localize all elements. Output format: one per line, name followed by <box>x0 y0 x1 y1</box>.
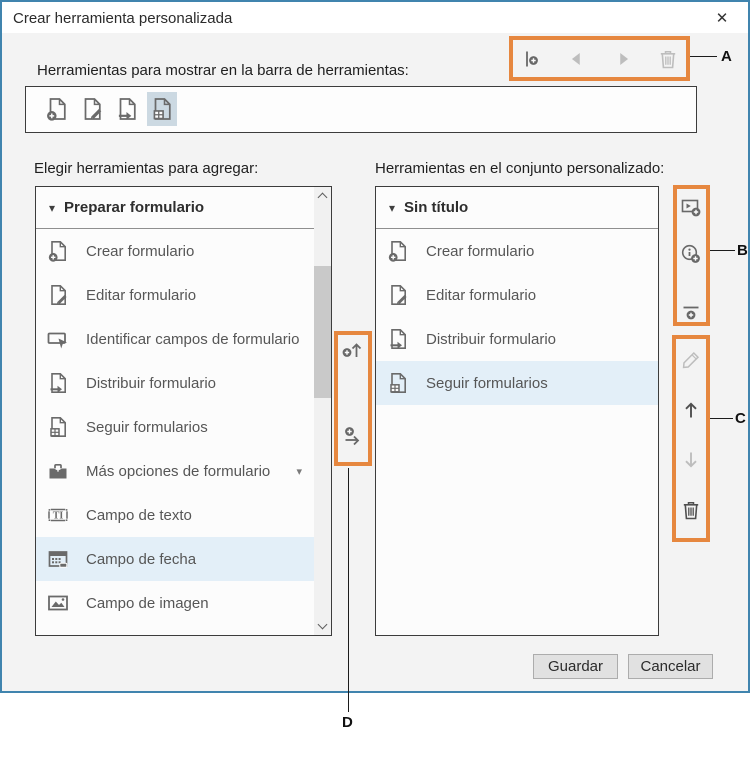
edit-form-icon <box>46 283 70 307</box>
track-forms-icon <box>386 371 410 395</box>
list-item-crear-formulario[interactable]: Crear formulario <box>36 229 316 273</box>
collapse-caret-icon: ▾ <box>49 200 56 215</box>
chevron-down-icon <box>317 619 328 630</box>
callout-line-a <box>690 56 717 57</box>
submenu-caret-icon: ▾ <box>296 465 302 478</box>
callout-box-d <box>334 331 372 466</box>
list-item-editar-formulario[interactable]: Editar formulario <box>36 273 316 317</box>
close-button[interactable]: ✕ <box>696 2 748 33</box>
scrollbar-thumb[interactable] <box>314 266 331 398</box>
custom-set-list: ▾ Sin título Crear formulario Editar for… <box>375 186 659 636</box>
list-item-campo-de-fecha[interactable]: Campo de fecha <box>36 537 316 581</box>
set-item-distribuir-formulario[interactable]: Distribuir formulario <box>376 317 658 361</box>
identify-fields-icon <box>46 327 70 351</box>
edit-item-button[interactable] <box>679 348 703 372</box>
chevron-up-icon <box>317 192 328 203</box>
callout-box-b <box>673 185 710 326</box>
move-right-button[interactable] <box>611 47 635 71</box>
callout-letter-a: A <box>721 48 732 65</box>
delete-toolbar-item-button[interactable] <box>656 47 680 71</box>
right-group-title: Sin título <box>404 199 469 216</box>
form-options-icon <box>46 459 70 483</box>
set-item-seguir-formularios[interactable]: Seguir formularios <box>376 361 658 405</box>
preview-edit-form-icon[interactable] <box>77 92 107 126</box>
toolbar-preview-strip <box>25 86 697 133</box>
delete-set-item-button[interactable] <box>679 498 703 522</box>
list-item-mas-opciones[interactable]: Más opciones de formulario ▾ <box>36 449 316 493</box>
image-field-icon <box>46 591 70 615</box>
close-icon: ✕ <box>715 9 729 27</box>
move-up-button[interactable] <box>679 398 703 422</box>
callout-letter-c: C <box>735 410 746 427</box>
left-group-title: Preparar formulario <box>64 199 205 216</box>
right-group-header[interactable]: ▾ Sin título <box>376 187 658 229</box>
add-instructions-button[interactable] <box>679 242 703 266</box>
create-form-icon <box>46 239 70 263</box>
distribute-form-icon <box>386 327 410 351</box>
tools-to-add-list: ▾ Preparar formulario Crear formulario E… <box>35 186 332 636</box>
list-item-campo-de-imagen[interactable]: Campo de imagen <box>36 581 316 625</box>
distribute-form-icon <box>46 371 70 395</box>
set-item-crear-formulario[interactable]: Crear formulario <box>376 229 658 273</box>
cancel-button[interactable]: Cancelar <box>628 654 713 679</box>
add-vertical-divider-button[interactable] <box>520 47 544 71</box>
left-group-header[interactable]: ▾ Preparar formulario <box>36 187 331 229</box>
edit-form-icon <box>386 283 410 307</box>
callout-line-c <box>710 418 733 419</box>
preview-track-forms-icon[interactable] <box>147 92 177 126</box>
move-left-button[interactable] <box>565 47 589 71</box>
list-item-identificar-campos[interactable]: Identificar campos de formulario <box>36 317 316 361</box>
callout-box-a <box>509 36 690 81</box>
preview-distribute-form-icon[interactable] <box>112 92 142 126</box>
list-item-distribuir-formulario[interactable]: Distribuir formulario <box>36 361 316 405</box>
callout-line-b <box>710 250 735 251</box>
toolbar-preview-icons <box>42 92 177 126</box>
track-forms-icon <box>46 415 70 439</box>
toolbar-section-label: Herramientas para mostrar en la barra de… <box>37 62 409 79</box>
add-divider-button[interactable] <box>679 300 703 324</box>
list-item-seguir-formularios[interactable]: Seguir formularios <box>36 405 316 449</box>
callout-line-d <box>348 468 349 712</box>
add-to-set-button[interactable] <box>340 423 364 447</box>
dialog-title: Crear herramienta personalizada <box>13 10 233 27</box>
create-form-icon <box>386 239 410 263</box>
move-down-button[interactable] <box>679 448 703 472</box>
left-list-scrollbar[interactable] <box>314 187 331 635</box>
toolbar-action-group <box>520 47 680 71</box>
left-panel-label: Elegir herramientas para agregar: <box>34 160 259 177</box>
preview-create-form-icon[interactable] <box>42 92 72 126</box>
list-item-campo-de-texto[interactable]: Campo de texto <box>36 493 316 537</box>
add-panel-button[interactable] <box>679 195 703 219</box>
add-to-toolbar-button[interactable] <box>340 338 364 362</box>
callout-box-c <box>672 335 710 542</box>
date-field-icon <box>46 547 70 571</box>
callout-letter-b: B <box>737 242 748 259</box>
text-field-icon <box>46 503 70 527</box>
collapse-caret-icon: ▾ <box>389 200 396 215</box>
callout-letter-d: D <box>342 714 353 731</box>
set-item-editar-formulario[interactable]: Editar formulario <box>376 273 658 317</box>
scroll-up-button[interactable] <box>314 187 331 204</box>
create-custom-tool-dialog: Crear herramienta personalizada ✕ Herram… <box>0 0 750 693</box>
save-button[interactable]: Guardar <box>533 654 618 679</box>
title-bar: Crear herramienta personalizada ✕ <box>2 2 748 33</box>
right-panel-label: Herramientas en el conjunto personalizad… <box>375 160 665 177</box>
scroll-down-button[interactable] <box>314 618 331 635</box>
